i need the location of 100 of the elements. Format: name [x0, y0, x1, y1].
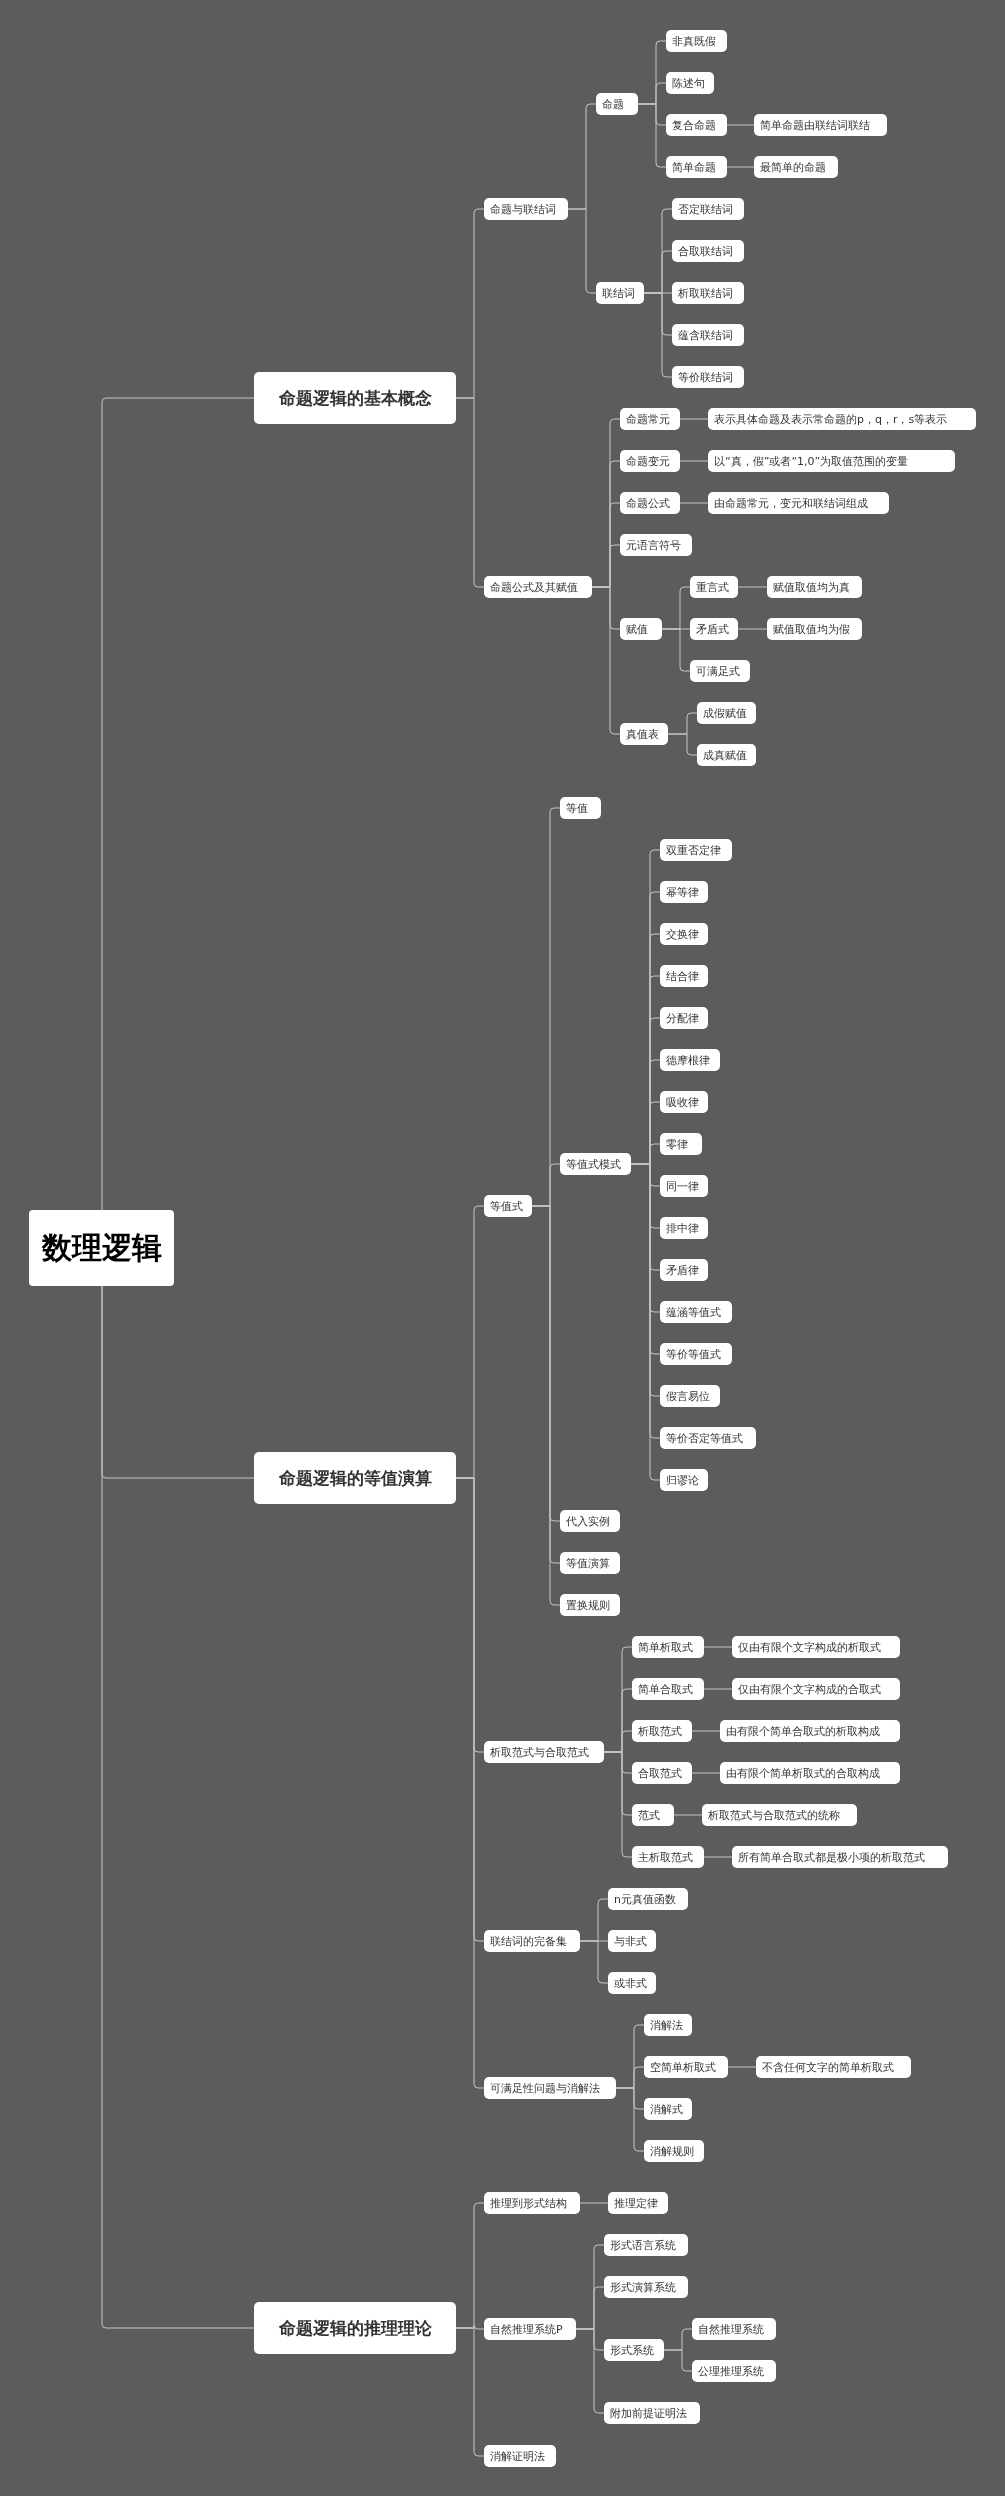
connector-line	[703, 1856, 733, 1858]
topic-box: 消解规则	[644, 2140, 704, 2162]
topic-box: 析取范式与合取范式	[484, 1741, 604, 1763]
topic-box: 成假赋值	[697, 702, 756, 724]
topic-box: 命题变元	[620, 450, 680, 472]
topic-box: 由命题常元，变元和联结词组成	[708, 492, 889, 514]
connector-line	[679, 502, 709, 504]
topic-box: 合取联结词	[672, 240, 744, 262]
topic-box: 命题常元	[620, 408, 680, 430]
topic-box: 合取范式	[632, 1762, 692, 1784]
connector-line	[643, 292, 673, 378]
connector-line	[603, 1751, 633, 1858]
topic-box: 归谬论	[660, 1469, 708, 1491]
topic-box: 推理到形式结构	[484, 2192, 580, 2214]
connector-line	[663, 2349, 693, 2372]
connector-line	[579, 1940, 609, 1984]
topic-box: 联结词	[596, 282, 644, 304]
topic-box: 消解式	[644, 2098, 692, 2120]
connector-line	[679, 460, 709, 462]
topic-box: 双重否定律	[660, 839, 732, 861]
connector-line	[567, 208, 597, 294]
topic-box: 赋值取值均为假	[767, 618, 862, 640]
topic-box: 成真赋值	[697, 744, 756, 766]
topic-box: 不含任何文字的简单析取式	[756, 2056, 911, 2078]
topic-box: 分配律	[660, 1007, 708, 1029]
topic-box: 附加前提证明法	[604, 2402, 700, 2424]
topic-box: 真值表	[620, 723, 668, 745]
connector-line	[637, 103, 667, 168]
topic-box: 所有简单合取式都是极小项的析取范式	[732, 1846, 948, 1868]
topic-box: 蕴涵等值式	[660, 1301, 732, 1323]
topic-box: 命题公式及其赋值	[484, 576, 592, 598]
topic-box: 推理定律	[608, 2192, 668, 2214]
connector-line	[673, 1814, 703, 1816]
topic-box: 非真既假	[666, 30, 727, 52]
topic-box: 结合律	[660, 965, 708, 987]
topic-box: 命题	[596, 93, 638, 115]
topic-box: 命题公式	[620, 492, 680, 514]
topic-box: 消解证明法	[484, 2445, 556, 2467]
topic-box: 自然推理系统P	[484, 2318, 576, 2340]
topic-box: 交换律	[660, 923, 708, 945]
topic-box: 由有限个简单析取式的合取构成	[720, 1762, 900, 1784]
topic-box: 赋值	[620, 618, 662, 640]
topic-box: 等值演算	[560, 1552, 620, 1574]
connector-line	[691, 1772, 721, 1774]
topic-box: 元语言符号	[620, 534, 692, 556]
connector-line	[691, 1730, 721, 1732]
connector-line	[679, 418, 709, 420]
topic-box: 简单命题由联结词联结	[754, 114, 887, 136]
topic-box: 与非式	[608, 1930, 656, 1952]
topic-box: 等价联结词	[672, 366, 744, 388]
topic-box: 重言式	[690, 576, 738, 598]
connector-line	[667, 733, 698, 756]
topic-box: 否定联结词	[672, 198, 744, 220]
topic-box: 仅由有限个文字构成的合取式	[732, 1678, 900, 1700]
topic-box: 假言易位	[660, 1385, 720, 1407]
topic-box: 吸收律	[660, 1091, 708, 1113]
connector-line	[737, 628, 768, 630]
topic-box: 等价否定等值式	[660, 1427, 756, 1449]
connector-line	[101, 397, 255, 1211]
topic-box: 自然推理系统	[692, 2318, 776, 2340]
topic-box: 命题与联结词	[484, 198, 568, 220]
topic-box: 幂等律	[660, 881, 708, 903]
connector-line	[737, 586, 768, 588]
connector-line	[703, 1646, 733, 1648]
topic-box: 简单合取式	[632, 1678, 704, 1700]
connector-line	[661, 628, 691, 672]
topic-box: 消解法	[644, 2014, 692, 2036]
topic-box: 仅由有限个文字构成的析取式	[732, 1636, 900, 1658]
topic-box: 蕴含联结词	[672, 324, 744, 346]
connector-line	[455, 2327, 485, 2457]
topic-box: 主析取范式	[632, 1846, 704, 1868]
topic-box: 联结词的完备集	[484, 1930, 580, 1952]
connector-line	[615, 2087, 645, 2152]
topic-box: 等值式模式	[560, 1153, 631, 1175]
topic-box: 简单析取式	[632, 1636, 704, 1658]
topic-box: 或非式	[608, 1972, 656, 1994]
topic-box: 排中律	[660, 1217, 708, 1239]
connector-line	[455, 397, 485, 588]
connector-line	[579, 2202, 609, 2204]
topic-box: 范式	[632, 1804, 674, 1826]
topic-box: 等值式	[484, 1195, 532, 1217]
topic-box: 同一律	[660, 1175, 708, 1197]
topic-box: 析取范式	[632, 1720, 692, 1742]
topic-box: 零律	[660, 1133, 702, 1155]
topic-box: 析取联结词	[672, 282, 744, 304]
topic-box: 复合命题	[666, 114, 727, 136]
connector-line	[703, 1688, 733, 1690]
topic-box: 等值	[560, 797, 601, 819]
topic-box: 矛盾式	[690, 618, 738, 640]
main-topic-box: 命题逻辑的等值演算	[254, 1452, 456, 1504]
topic-box: 赋值取值均为真	[767, 576, 862, 598]
main-topic-box: 命题逻辑的推理理论	[254, 2302, 456, 2354]
topic-box: 析取范式与合取范式的统称	[702, 1804, 857, 1826]
topic-box: 最简单的命题	[754, 156, 838, 178]
topic-box: 简单命题	[666, 156, 727, 178]
topic-box: 形式系统	[604, 2339, 664, 2361]
topic-box: 矛盾律	[660, 1259, 708, 1281]
topic-box: 德摩根律	[660, 1049, 720, 1071]
connector-line	[455, 1477, 485, 2089]
topic-box: 表示具体命题及表示常命题的p，q，r，s等表示	[708, 408, 976, 430]
